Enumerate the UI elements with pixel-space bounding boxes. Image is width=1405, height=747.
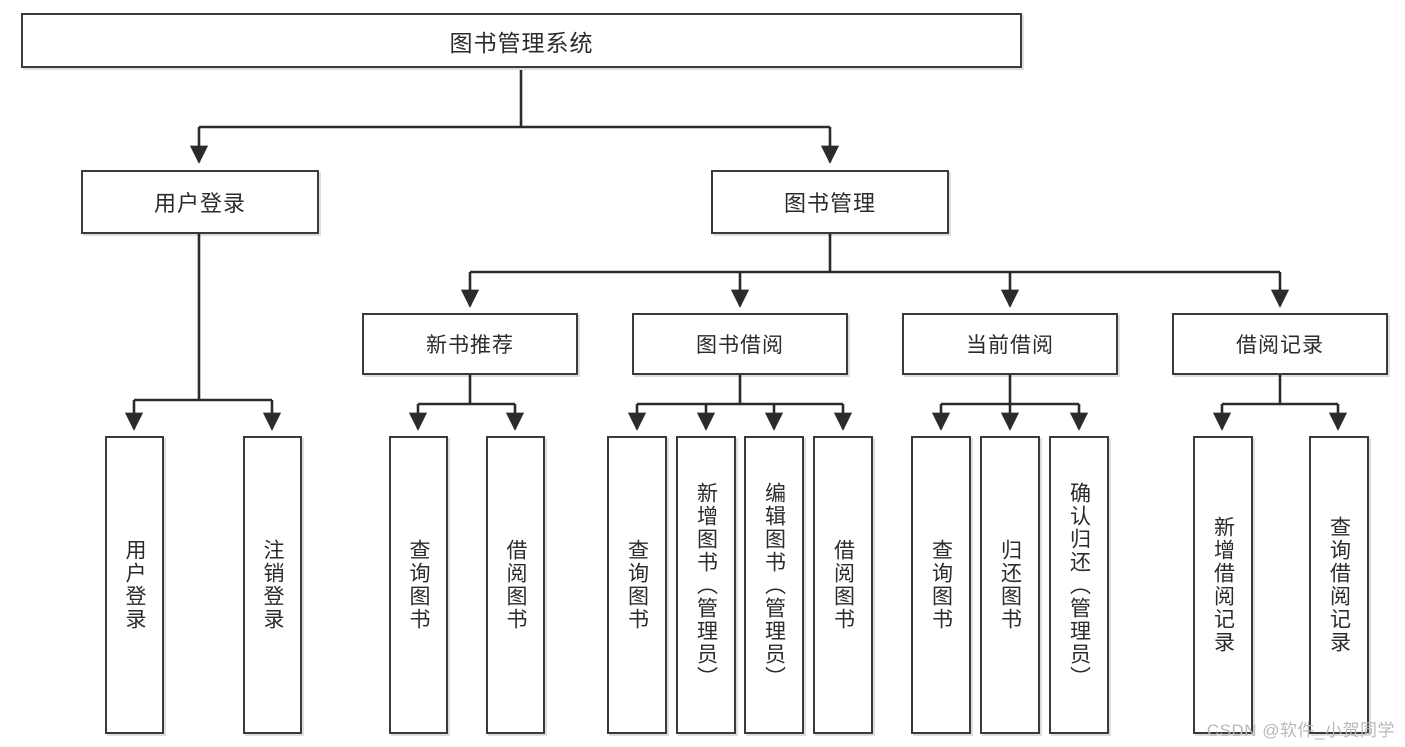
node-book-borrow[interactable]: 图书借阅 bbox=[632, 313, 848, 375]
node-root-label: 图书管理系统 bbox=[449, 29, 594, 56]
leaf-label: 注销登录 bbox=[261, 539, 284, 631]
leaf-borrow-edit-book-admin[interactable]: 编辑图书（管理员） bbox=[744, 436, 804, 734]
node-root[interactable]: 图书管理系统 bbox=[21, 13, 1022, 68]
leaf-label: 查询图书 bbox=[407, 539, 430, 631]
leaf-label: 借阅图书 bbox=[504, 539, 527, 631]
leaf-label: 归还图书 bbox=[998, 539, 1022, 631]
leaf-borrow-add-book-admin[interactable]: 新增图书（管理员） bbox=[676, 436, 736, 734]
leaf-new-book-query[interactable]: 查询图书 bbox=[389, 436, 448, 734]
node-borrow-record-label: 借阅记录 bbox=[1236, 334, 1324, 357]
leaf-new-book-borrow[interactable]: 借阅图书 bbox=[486, 436, 545, 734]
node-new-book-recommend-label: 新书推荐 bbox=[426, 334, 514, 357]
leaf-user-login-signin[interactable]: 用户登录 bbox=[105, 436, 164, 734]
node-new-book-recommend[interactable]: 新书推荐 bbox=[362, 313, 578, 375]
node-current-borrow-label: 当前借阅 bbox=[966, 334, 1054, 357]
leaf-label: 新增图书（管理员） bbox=[694, 481, 718, 689]
node-book-management[interactable]: 图书管理 bbox=[711, 170, 949, 234]
watermark: CSDN @软件_小贺同学 bbox=[1206, 721, 1395, 740]
leaf-label: 确认归还（管理员） bbox=[1067, 481, 1091, 689]
leaf-record-add[interactable]: 新增借阅记录 bbox=[1193, 436, 1253, 734]
node-borrow-record[interactable]: 借阅记录 bbox=[1172, 313, 1388, 375]
leaf-borrow-query-book[interactable]: 查询图书 bbox=[607, 436, 667, 734]
leaf-label: 查询图书 bbox=[625, 539, 649, 631]
node-user-login[interactable]: 用户登录 bbox=[81, 170, 319, 234]
leaf-label: 编辑图书（管理员） bbox=[762, 481, 786, 689]
leaf-label: 用户登录 bbox=[123, 539, 146, 631]
leaf-record-query[interactable]: 查询借阅记录 bbox=[1309, 436, 1369, 734]
leaf-label: 新增借阅记录 bbox=[1211, 516, 1235, 654]
leaf-user-login-signout[interactable]: 注销登录 bbox=[243, 436, 302, 734]
leaf-borrow-borrow-book[interactable]: 借阅图书 bbox=[813, 436, 873, 734]
leaf-label: 查询借阅记录 bbox=[1327, 516, 1351, 654]
leaf-current-return-book[interactable]: 归还图书 bbox=[980, 436, 1040, 734]
leaf-current-confirm-return-admin[interactable]: 确认归还（管理员） bbox=[1049, 436, 1109, 734]
leaf-current-query-book[interactable]: 查询图书 bbox=[911, 436, 971, 734]
leaf-label: 查询图书 bbox=[929, 539, 953, 631]
node-book-borrow-label: 图书借阅 bbox=[696, 334, 784, 357]
node-current-borrow[interactable]: 当前借阅 bbox=[902, 313, 1118, 375]
node-user-login-label: 用户登录 bbox=[153, 191, 246, 216]
leaf-label: 借阅图书 bbox=[831, 539, 855, 631]
node-book-management-label: 图书管理 bbox=[783, 191, 876, 216]
